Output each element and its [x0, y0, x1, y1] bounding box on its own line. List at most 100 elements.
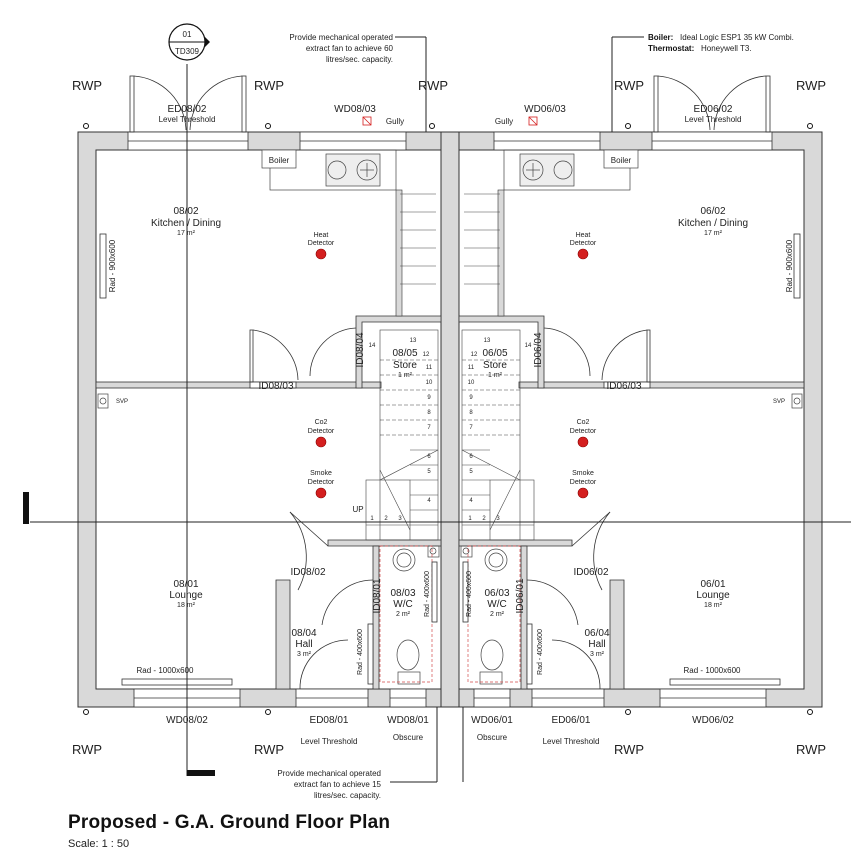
section-lines	[30, 36, 851, 783]
smoke-detector-right	[577, 487, 589, 499]
svg-text:W/C: W/C	[393, 599, 412, 610]
door-swings	[249, 327, 651, 690]
svg-text:1: 1	[370, 516, 374, 522]
rwp-label: RWP	[72, 742, 102, 757]
room-wc-08: 08/03 W/C 2 m²	[390, 588, 415, 618]
svg-text:litres/sec. capacity.: litres/sec. capacity.	[314, 791, 381, 800]
svg-text:4: 4	[469, 498, 473, 504]
svg-text:Store: Store	[393, 360, 417, 371]
svg-text:6: 6	[469, 454, 473, 460]
toilet-left	[396, 639, 420, 671]
svg-text:ID08/03: ID08/03	[258, 381, 293, 392]
svp-left	[97, 393, 109, 409]
svg-text:7: 7	[469, 425, 473, 431]
section-number: 01	[183, 30, 192, 39]
svg-text:Rad - 400x600: Rad - 400x600	[537, 629, 544, 675]
svp-right	[791, 393, 803, 409]
svg-text:1 m²: 1 m²	[398, 372, 413, 379]
svg-text:Obscure: Obscure	[477, 733, 508, 742]
svg-text:WD06/01: WD06/01	[471, 715, 513, 726]
room-store-08: 08/05 Store 1 m²	[392, 348, 417, 379]
svg-text:Obscure: Obscure	[393, 733, 424, 742]
svg-text:2: 2	[384, 516, 388, 522]
svg-text:Rad - 400x600: Rad - 400x600	[466, 571, 473, 617]
svg-text:Smoke: Smoke	[572, 470, 594, 477]
svg-text:WD08/03: WD08/03	[334, 104, 376, 115]
svg-text:Rad - 400x600: Rad - 400x600	[357, 629, 364, 675]
svg-text:1 m²: 1 m²	[488, 372, 503, 379]
svg-text:06/02: 06/02	[700, 206, 725, 217]
svg-text:ED08/01: ED08/01	[310, 715, 349, 726]
svg-text:13: 13	[484, 338, 491, 344]
rwp-label: RWP	[614, 78, 644, 93]
opening-tags-vertical: ID08/04 ID06/04 ID08/01 ID06/01	[355, 332, 544, 613]
svg-text:Detector: Detector	[570, 479, 597, 486]
division-wall-left	[95, 381, 382, 389]
note-fan-bottom: Provide mechanical operated extract fan …	[277, 769, 381, 800]
svg-text:Rad - 900x600: Rad - 900x600	[108, 239, 117, 292]
svp-box-left	[427, 545, 440, 558]
basin-right	[484, 548, 508, 572]
svg-text:3: 3	[398, 516, 402, 522]
svg-text:Lounge: Lounge	[169, 590, 203, 601]
room-kitchen-08: 08/02 Kitchen / Dining 17 m²	[151, 206, 221, 237]
svg-text:Provide mechanical operated: Provide mechanical operated	[289, 33, 393, 42]
svg-text:ID06/03: ID06/03	[606, 381, 641, 392]
rwp-label: RWP	[796, 78, 826, 93]
note-boiler: Boiler: Ideal Logic ESP1 35 kW Combi. Th…	[648, 33, 794, 53]
svg-text:08/02: 08/02	[173, 206, 198, 217]
svg-text:08/01: 08/01	[173, 579, 198, 590]
section-marker: 01 TD309	[168, 23, 210, 61]
note-fan-top: Provide mechanical operated extract fan …	[289, 33, 393, 64]
svg-text:Rad - 1000x600: Rad - 1000x600	[137, 666, 194, 675]
svg-text:Thermostat:: Thermostat:	[648, 44, 694, 53]
glazing-lines	[128, 140, 772, 699]
svg-text:9: 9	[469, 395, 473, 401]
svg-text:06/03: 06/03	[484, 588, 509, 599]
svg-text:UP: UP	[352, 505, 363, 514]
svg-text:Lounge: Lounge	[696, 590, 730, 601]
svg-text:12: 12	[423, 352, 430, 358]
svg-text:Store: Store	[483, 360, 507, 371]
svg-text:2: 2	[482, 516, 486, 522]
radiators	[99, 233, 801, 686]
svg-text:8: 8	[427, 410, 431, 416]
division-wall-right	[518, 381, 805, 389]
svg-text:18 m²: 18 m²	[177, 602, 196, 609]
rwp-label: RWP	[254, 742, 284, 757]
svg-text:08/04: 08/04	[291, 628, 316, 639]
svg-text:ID08/04: ID08/04	[355, 332, 366, 367]
svg-text:1: 1	[468, 516, 472, 522]
svg-text:3: 3	[496, 516, 500, 522]
svg-text:Detector: Detector	[308, 479, 335, 486]
svg-text:Level Threshold: Level Threshold	[543, 737, 600, 746]
heat-detector-right	[577, 248, 589, 260]
svg-text:SVP: SVP	[773, 399, 785, 405]
co2-detector-right	[577, 436, 589, 448]
svg-text:Heat: Heat	[576, 232, 591, 239]
drawing-title: Proposed - G.A. Ground Floor Plan	[68, 812, 391, 833]
svg-text:3 m²: 3 m²	[590, 651, 605, 658]
detectors	[315, 248, 589, 499]
svg-text:Detector: Detector	[570, 240, 597, 247]
svg-text:8: 8	[469, 410, 473, 416]
rwp-pipes	[83, 123, 813, 715]
svg-text:11: 11	[468, 365, 475, 371]
svg-text:ED08/02: ED08/02	[168, 104, 207, 115]
gully-markers	[362, 116, 538, 126]
svg-text:Kitchen / Dining: Kitchen / Dining	[151, 218, 221, 229]
svg-text:Co2: Co2	[577, 419, 590, 426]
rear-french-doors	[129, 75, 771, 133]
svg-text:Detector: Detector	[308, 240, 335, 247]
svg-text:WD06/03: WD06/03	[524, 104, 566, 115]
outer-walls	[77, 131, 823, 708]
svg-text:Smoke: Smoke	[310, 470, 332, 477]
party-wall	[440, 131, 460, 708]
toilet-right	[480, 639, 504, 671]
svg-text:Detector: Detector	[308, 428, 335, 435]
svg-text:Kitchen / Dining: Kitchen / Dining	[678, 218, 748, 229]
rwp-label: RWP	[614, 742, 644, 757]
svg-text:ID06/01: ID06/01	[515, 578, 526, 613]
svg-text:WD06/02: WD06/02	[692, 715, 734, 726]
svg-text:4: 4	[427, 498, 431, 504]
